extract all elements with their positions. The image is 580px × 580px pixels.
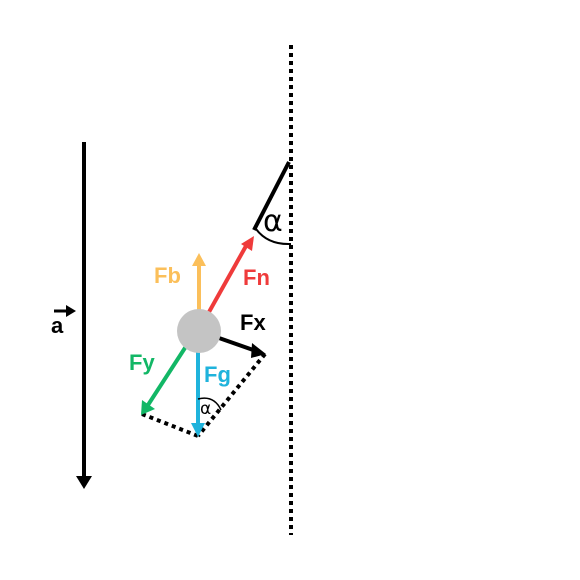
angle-label-top: α: [263, 204, 283, 239]
acceleration-vector-symbol: [54, 305, 76, 317]
fx-label: Fx: [240, 310, 266, 335]
fy-label: Fy: [129, 350, 155, 375]
fx-force-arrow: [218, 336, 266, 358]
angle-arc-bottom: [197, 397, 222, 411]
normal-force-arrow: [207, 236, 254, 313]
acceleration-label: a: [51, 313, 64, 338]
angle-arc-top: [255, 228, 292, 246]
decomposition-dotted-edge: [196, 352, 267, 438]
angle-label-bottom: α: [200, 399, 211, 419]
decomposition-dotted-edge: [141, 412, 199, 438]
buoyant-force-arrow: [192, 253, 206, 310]
gravity-force-arrow: [191, 352, 205, 437]
acceleration-arrow: [76, 142, 92, 489]
string-line: [252, 161, 291, 231]
fn-label: Fn: [243, 265, 270, 290]
fb-label: Fb: [154, 263, 181, 288]
fg-label: Fg: [204, 362, 231, 387]
mass-ball: [177, 309, 221, 353]
